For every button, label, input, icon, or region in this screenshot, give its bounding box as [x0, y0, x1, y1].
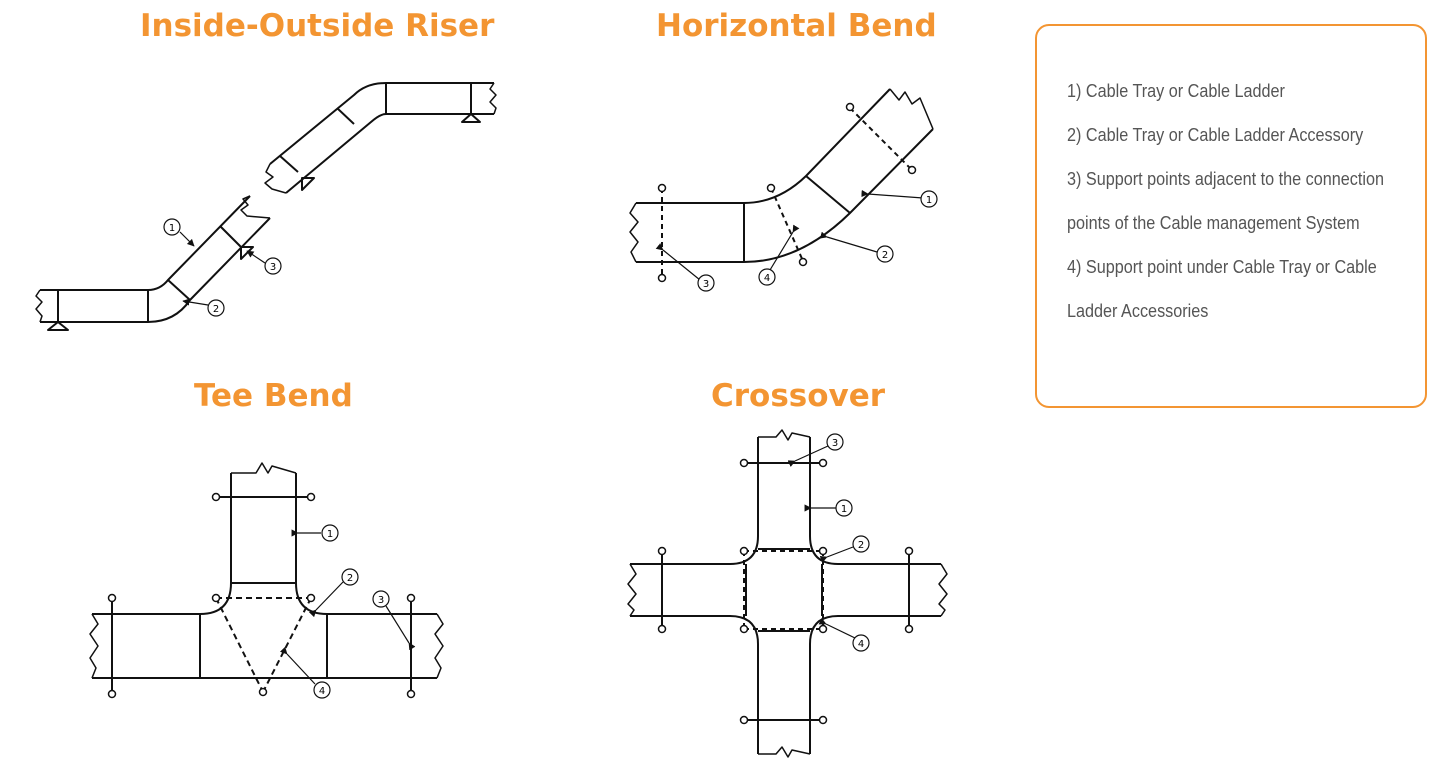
tee-bend-title: Tee Bend: [194, 378, 353, 414]
svg-text:3: 3: [270, 262, 276, 273]
riser-drawing: [35, 82, 497, 331]
svg-text:1: 1: [169, 223, 175, 234]
crossover-callout-4: 4: [852, 634, 870, 652]
legend-item: 1) Cable Tray or Cable Ladder: [1067, 81, 1285, 101]
crossover-callout-1: 1: [835, 499, 853, 517]
legend-item: 3) Support points adjacent to the connec…: [1067, 169, 1385, 189]
horizontal-bend-callout-4: 4: [758, 268, 776, 286]
riser-title: Inside-Outside Riser: [140, 8, 495, 44]
svg-text:4: 4: [764, 273, 770, 284]
horizontal-bend-drawing: [629, 88, 934, 281]
tee-bend-callout-4: 4: [313, 681, 331, 699]
svg-text:2: 2: [882, 250, 888, 261]
legend-item: 4) Support point under Cable Tray or Cab…: [1067, 257, 1377, 277]
legend-box: 1) Cable Tray or Cable Ladder 2) Cable T…: [1035, 24, 1427, 408]
legend-item: 2) Cable Tray or Cable Ladder Accessory: [1067, 125, 1364, 145]
tee-bend-callout-3: 3: [372, 590, 390, 608]
crossover-drawing: [627, 429, 948, 758]
crossover-callout-3: 3: [826, 433, 844, 451]
riser-callout-1: 1: [163, 218, 181, 236]
svg-text:1: 1: [926, 195, 932, 206]
horizontal-bend-support-points: [657, 102, 917, 283]
tee-bend-callout-2: 2: [341, 568, 359, 586]
svg-text:2: 2: [213, 304, 219, 315]
horizontal-bend-callout-1: 1: [920, 190, 938, 208]
svg-text:2: 2: [858, 540, 864, 551]
legend-item: Ladder Accessories: [1067, 301, 1209, 321]
riser-callout-3: 3: [264, 257, 282, 275]
horizontal-bend-callout-2: 2: [876, 245, 894, 263]
legend-list: 1) Cable Tray or Cable Ladder 2) Cable T…: [1067, 69, 1425, 333]
svg-text:3: 3: [832, 438, 838, 449]
svg-text:4: 4: [858, 639, 864, 650]
svg-text:2: 2: [347, 573, 353, 584]
crossover-title: Crossover: [711, 378, 886, 414]
svg-text:3: 3: [703, 279, 709, 290]
riser-callout-2: 2: [207, 299, 225, 317]
horizontal-bend-callout-3: 3: [697, 274, 715, 292]
legend-item: points of the Cable management System: [1067, 213, 1360, 233]
crossover-support-points: [657, 458, 914, 725]
svg-text:1: 1: [841, 504, 847, 515]
svg-text:3: 3: [378, 595, 384, 606]
svg-text:1: 1: [327, 529, 333, 540]
crossover-callout-2: 2: [852, 535, 870, 553]
tee-bend-drawing: [89, 462, 444, 694]
tee-bend-callout-1: 1: [321, 524, 339, 542]
svg-text:4: 4: [319, 686, 325, 697]
tee-bend-support-points: [107, 492, 416, 699]
horizontal-bend-title: Horizontal Bend: [656, 8, 937, 44]
